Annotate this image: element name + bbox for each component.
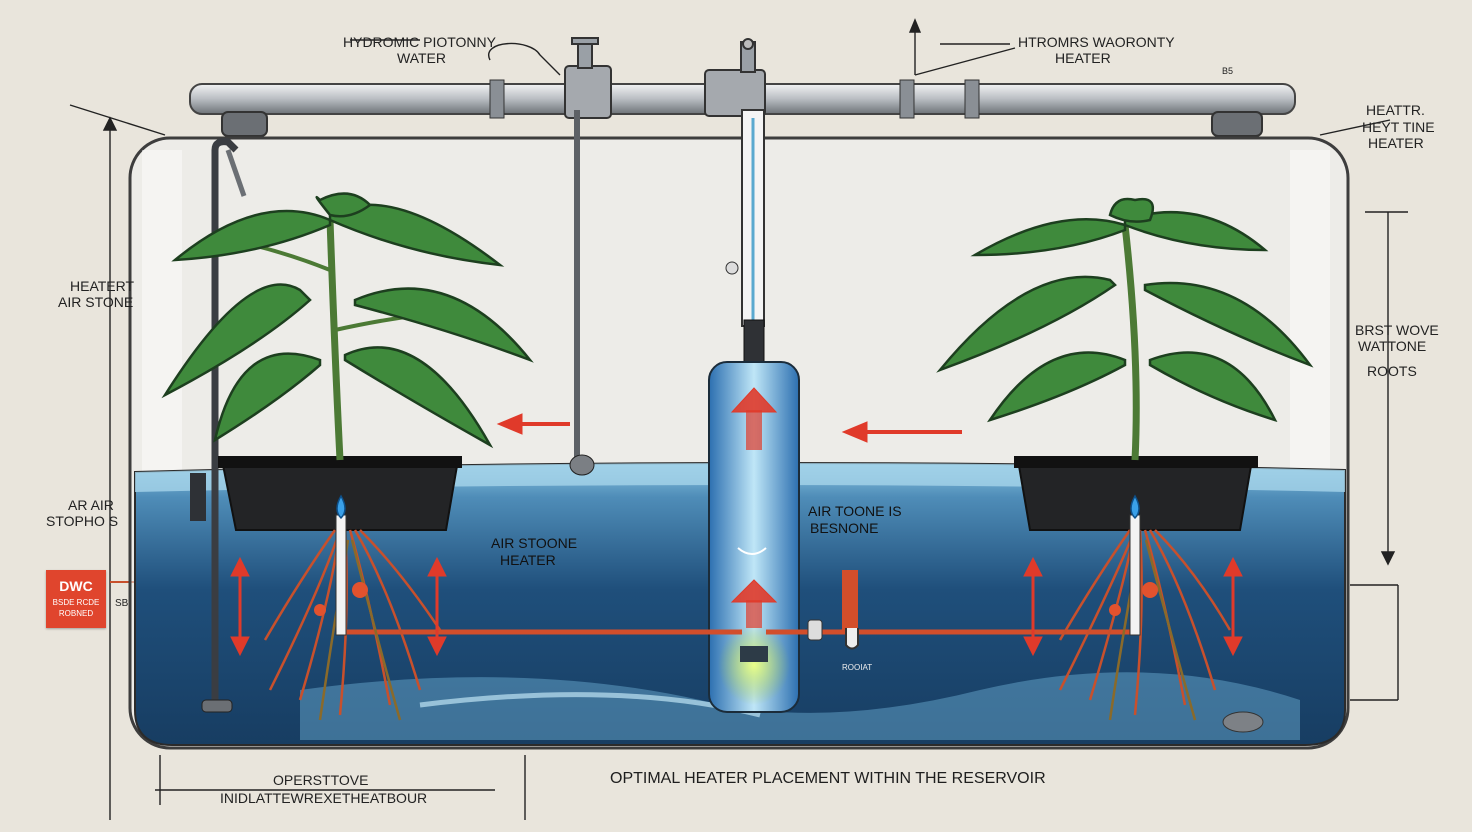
pebble: [1222, 711, 1264, 733]
air-stone-right: [1129, 514, 1141, 636]
bottom-caption: OPTIMAL HEATER PLACEMENT WITHIN THE RESE…: [610, 770, 1046, 787]
air-stone-left: [335, 514, 347, 636]
root-node: [352, 582, 368, 598]
label-center-water-b: HEATER: [500, 552, 556, 568]
net-pot-left: [218, 456, 462, 531]
label-bottom-left-a: OPERSTTOVE: [273, 772, 369, 788]
label-right-mid-b: WATTONE: [1358, 338, 1427, 354]
dwc-badge: DWC BSDE RCDE ROBNED: [46, 570, 106, 628]
label-top-right-a: HTROMRS WAORONTY: [1018, 34, 1175, 50]
red-arrow-icon: [230, 387, 1243, 657]
label-left-d: STOPHO S: [46, 513, 119, 529]
label-top-right-b: HEATER: [1055, 50, 1111, 66]
label-center-right-b: BESNONE: [810, 520, 879, 536]
water-swirl: [300, 672, 1300, 740]
label-tiny-under-pipe: ROOIAT: [842, 663, 873, 672]
label-right-top-a: HEATTR.: [1366, 102, 1425, 118]
air-tube-left: [190, 138, 247, 713]
dwc-sub-a: BSDE RCDE: [52, 598, 100, 607]
label-top-left-a: HYDROMIC PIOTONNY: [343, 34, 496, 50]
water-drop-icon: [336, 494, 1140, 520]
label-top-right-tiny: B5: [1222, 66, 1234, 76]
label-left-c: AR AIR: [68, 497, 114, 513]
dwc-sub-b: ROBNED: [58, 608, 94, 618]
top-rail-pipe: [189, 65, 1296, 137]
plant-right: [936, 197, 1314, 461]
label-right-top-b: HEYT TINE: [1362, 119, 1435, 135]
valve-icon: [571, 37, 756, 73]
plant-left: [161, 192, 534, 461]
dwc-title: DWC: [59, 578, 93, 594]
water-heater: [708, 109, 800, 713]
label-right-mid-c: ROOTS: [1367, 363, 1417, 379]
label-right-mid-a: BRST WOVE: [1355, 322, 1439, 338]
label-center-right-a: AIR TOONE IS: [808, 503, 902, 519]
label-left-b: AIR STONE: [58, 294, 134, 310]
label-center-water-a: AIR STOONE: [491, 535, 578, 551]
label-left-a: HEATERT: [70, 278, 135, 294]
dwc-side-label: SB: [115, 598, 129, 609]
label-bottom-left-b: INIDLATTEWREXETHEATBOUR: [220, 790, 428, 806]
label-right-top-c: HEATER: [1368, 135, 1424, 151]
drop-pipe: [569, 110, 595, 476]
label-top-left-b: WATER: [397, 50, 446, 66]
heater-connectors: [340, 570, 1132, 650]
